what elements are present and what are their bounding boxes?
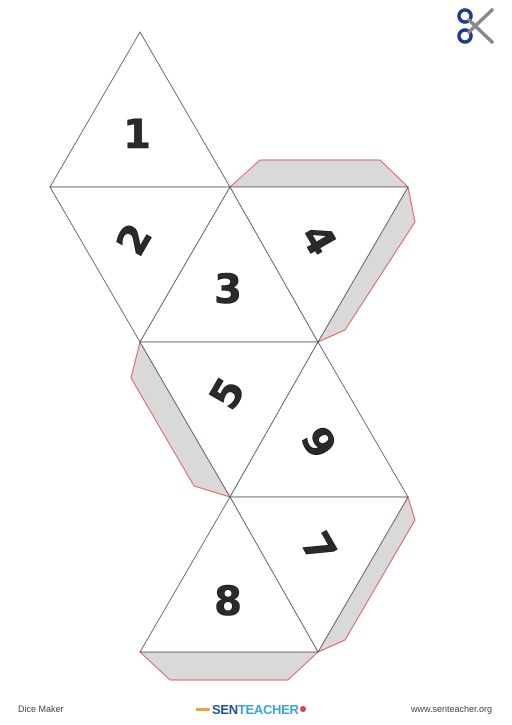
face-number-1: 1 bbox=[123, 112, 151, 158]
footer-website: www.senteacher.org bbox=[410, 704, 492, 714]
face-4 bbox=[229, 186, 409, 343]
brand-dot-icon bbox=[299, 706, 306, 712]
face-8 bbox=[139, 496, 319, 653]
face-number-8: 8 bbox=[214, 579, 242, 625]
senteacher-logo: SEN TEACHER bbox=[196, 700, 314, 718]
footer-title: Dice Maker bbox=[18, 704, 64, 714]
glue-tab-top-right bbox=[228, 159, 410, 188]
face-1 bbox=[49, 31, 231, 188]
glue-tab-bottom bbox=[138, 651, 320, 681]
brand-teacher-text: TEACHER bbox=[237, 701, 299, 717]
scissors-icon bbox=[457, 8, 494, 44]
face-number-3: 3 bbox=[214, 267, 242, 313]
pencil-icon bbox=[196, 707, 210, 711]
brand-sen-text: SEN bbox=[212, 701, 238, 717]
